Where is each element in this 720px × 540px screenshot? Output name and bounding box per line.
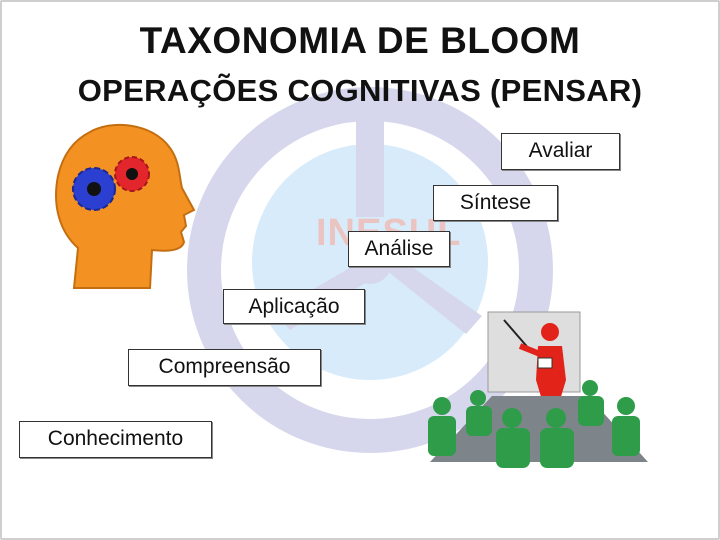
level-avaliar: Avaliar [501,133,620,170]
blue-gear-icon [72,167,116,211]
slide-title: TAXONOMIA DE BLOOM [139,20,581,61]
level-analise: Análise [348,231,450,267]
head-with-gears-icon [55,123,196,289]
level-conhecimento: Conhecimento [19,421,212,458]
level-sintese: Síntese [433,185,558,221]
red-gear-icon [114,156,150,192]
slide-subtitle: OPERAÇÕES COGNITIVAS (PENSAR) [77,73,643,108]
level-compreensao: Compreensão [128,349,321,386]
presentation-meeting-icon [428,311,648,468]
level-aplicacao: Aplicação [223,289,365,324]
